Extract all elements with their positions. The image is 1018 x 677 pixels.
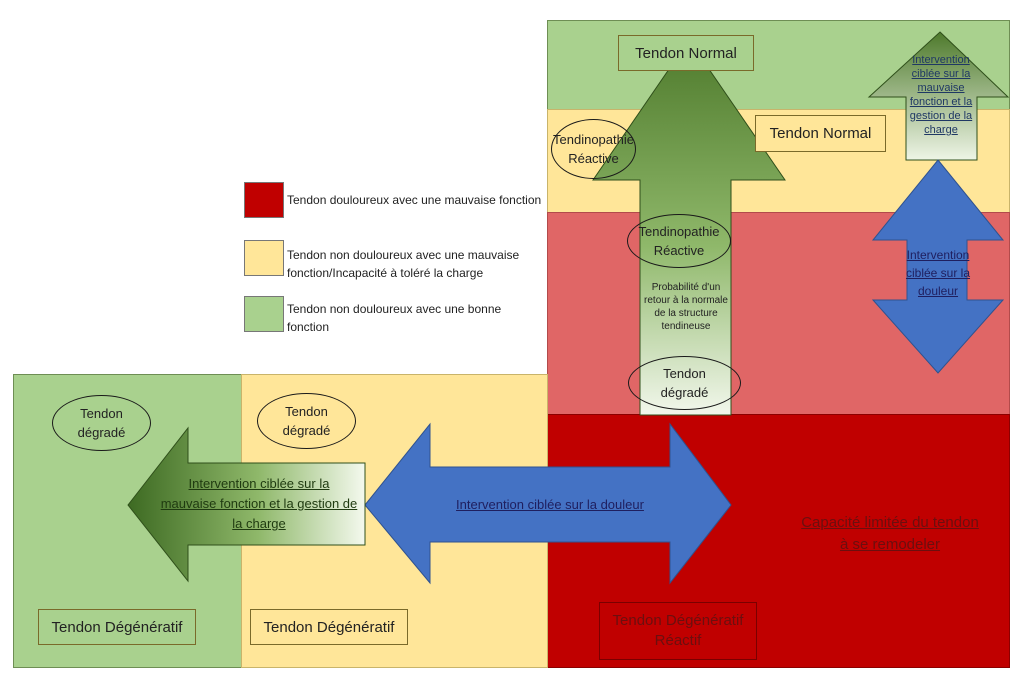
ellipse-tendon-degrade-right: Tendon dégradé: [628, 356, 741, 410]
double-arrow-blue-horizontal: [364, 422, 732, 585]
label-tendon-normal-yellow: Tendon Normal: [755, 115, 886, 152]
legend-text-red: Tendon douloureux avec une mauvaise fonc…: [287, 193, 542, 207]
left-arrow-green: [127, 426, 366, 583]
legend-swatch-red: [244, 182, 284, 218]
up-arrow-green-small: [867, 31, 1010, 161]
blue-horizontal-intervention-text: Intervention ciblée sur la douleur: [456, 497, 644, 512]
legend-text-green: Tendon non douloureux avec une bonne fon…: [287, 302, 502, 334]
red-zone-capacity-text: Capacité limitée du tendon à se remodele…: [801, 514, 979, 553]
green-arrow-intervention-text: Intervention ciblée sur la mauvaise fonc…: [160, 476, 358, 531]
small-arrow-intervention-text: Intervention ciblée sur la mauvaise fonc…: [909, 54, 973, 136]
label-tendon-normal-top: Tendon Normal: [618, 35, 754, 71]
ellipse-tendon-degrade-yellow: Tendon dégradé: [257, 393, 356, 449]
legend-swatch-yellow: [244, 240, 284, 276]
double-arrow-blue-vertical: [871, 159, 1005, 374]
ellipse-tendinopathie-reactive-top: Tendinopathie Réactive: [551, 119, 636, 179]
label-tendon-degeneratif-green: Tendon Dégénératif: [38, 609, 196, 645]
ellipse-tendinopathie-reactive-mid: Tendinopathie Réactive: [627, 214, 731, 268]
label-tendon-degeneratif-yellow: Tendon Dégénératif: [250, 609, 408, 645]
legend-swatch-green: [244, 296, 284, 332]
ellipse-tendon-degrade-green: Tendon dégradé: [52, 395, 151, 451]
label-tendon-degeneratif-reactif: Tendon Dégénératif Réactif: [599, 602, 757, 660]
legend-text-yellow: Tendon non douloureux avec une mauvaise …: [287, 248, 520, 280]
probability-text: Probabilité d'un retour à la normale de …: [644, 282, 728, 332]
blue-vertical-intervention-text: Intervention ciblée sur la douleur: [905, 248, 971, 298]
